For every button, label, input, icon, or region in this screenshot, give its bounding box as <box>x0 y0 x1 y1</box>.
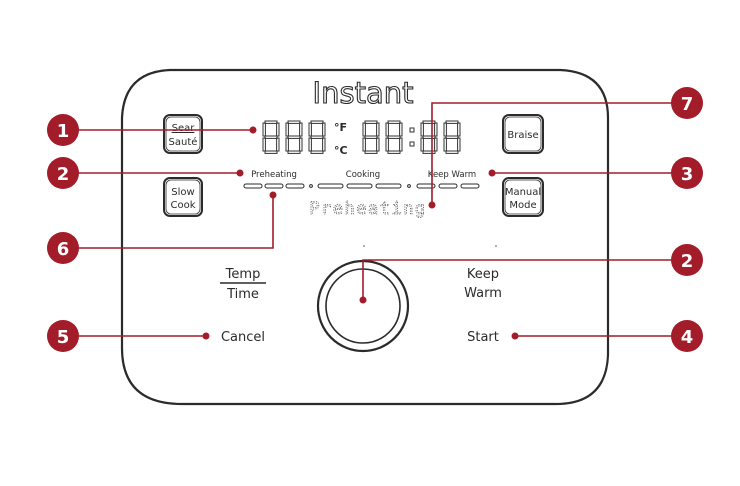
dial-marker <box>495 245 497 247</box>
callout-leaders <box>64 102 680 337</box>
cook-label: Cook <box>170 200 195 211</box>
keep-label: Keep <box>467 267 499 282</box>
time-display <box>362 120 461 154</box>
warm-label: Warm <box>464 286 502 301</box>
callout-badge: 2 <box>47 157 79 189</box>
callout-badge: 7 <box>671 87 703 119</box>
fahrenheit-unit: °F <box>334 121 347 134</box>
progress-label-cooking: Cooking <box>346 170 380 180</box>
svg-text:2: 2 <box>681 251 694 272</box>
saute-label: Sauté <box>169 136 198 148</box>
svg-text:5: 5 <box>57 327 70 348</box>
callout-endpoints <box>202 126 519 340</box>
control-dial[interactable] <box>316 259 410 353</box>
svg-text:6: 6 <box>57 239 70 260</box>
manual-mode-button[interactable]: Manual Mode <box>502 177 544 217</box>
celsius-unit: °C <box>334 144 348 157</box>
manual-label: Manual <box>505 187 541 198</box>
svg-text:3: 3 <box>681 164 694 185</box>
braise-label: Braise <box>507 130 538 141</box>
svg-text:1: 1 <box>57 121 70 142</box>
progress-label-keep-warm: Keep Warm <box>428 170 476 180</box>
callout-badge: 6 <box>47 232 79 264</box>
callout-badge: 2 <box>671 244 703 276</box>
mode-label: Mode <box>509 200 536 211</box>
temp-time-button[interactable]: Temp Time <box>220 267 266 302</box>
cancel-button[interactable]: Cancel <box>221 330 265 345</box>
callout-badge: 5 <box>47 320 79 352</box>
progress-label-preheating: Preheating <box>251 170 297 180</box>
sear-saute-button[interactable]: Sear Sauté <box>163 114 203 154</box>
panel-outline <box>120 68 610 406</box>
keep-warm-button[interactable]: Keep Warm <box>464 267 502 301</box>
slow-cook-button[interactable]: Slow Cook <box>163 177 203 217</box>
callout-badge: 1 <box>47 114 79 146</box>
progress-bar <box>243 183 480 189</box>
braise-button[interactable]: Braise <box>502 114 544 154</box>
sear-label: Sear <box>172 123 196 134</box>
slow-label: Slow <box>171 187 194 198</box>
callout-badge: 4 <box>671 320 703 352</box>
brand-logo: Instant <box>313 76 414 110</box>
dial-marker <box>363 245 365 247</box>
status-message: Preheating <box>309 199 426 219</box>
svg-text:7: 7 <box>681 94 694 115</box>
callout-badge: 3 <box>671 157 703 189</box>
svg-text:2: 2 <box>57 164 70 185</box>
time-label: Time <box>226 287 259 302</box>
start-button[interactable]: Start <box>467 330 499 345</box>
svg-text:4: 4 <box>681 327 694 348</box>
temp-label: Temp <box>225 267 261 282</box>
